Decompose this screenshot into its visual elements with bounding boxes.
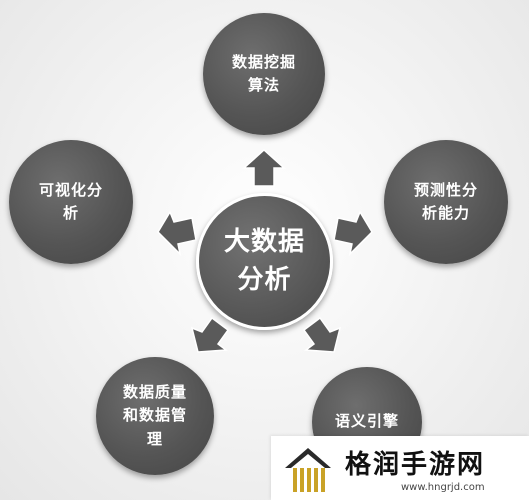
arrow-down-right-icon — [302, 316, 342, 353]
node-predictive-analysis-label: 预测性分 析能力 — [413, 180, 478, 222]
watermark-brand: 格润手游网 — [345, 450, 486, 480]
center-node: 大数据 分析 — [196, 193, 333, 330]
node-predictive-analysis: 预测性分 析能力 — [384, 140, 508, 264]
node-data-quality-label: 数据质量 和数据管 理 — [122, 383, 187, 448]
node-data-mining-label: 数据挖掘 算法 — [231, 52, 296, 94]
center-node-label: 大数据 分析 — [223, 226, 305, 295]
house-logo-icon — [285, 448, 331, 492]
arrow-left-icon — [157, 210, 197, 257]
node-data-quality: 数据质量 和数据管 理 — [96, 357, 214, 475]
arrow-right-icon — [333, 210, 373, 257]
node-data-mining: 数据挖掘 算法 — [203, 13, 325, 135]
watermark-banner: 格润手游网 www.hngrjd.com — [271, 436, 529, 500]
watermark-url: www.hngrjd.com — [401, 482, 485, 493]
arrow-up-icon — [242, 148, 286, 187]
node-visual-analysis: 可视化分 析 — [9, 140, 133, 264]
node-semantic-engine-label: 语义引擎 — [334, 412, 399, 431]
arrow-down-left-icon — [190, 316, 230, 353]
node-visual-analysis-label: 可视化分 析 — [38, 180, 103, 222]
